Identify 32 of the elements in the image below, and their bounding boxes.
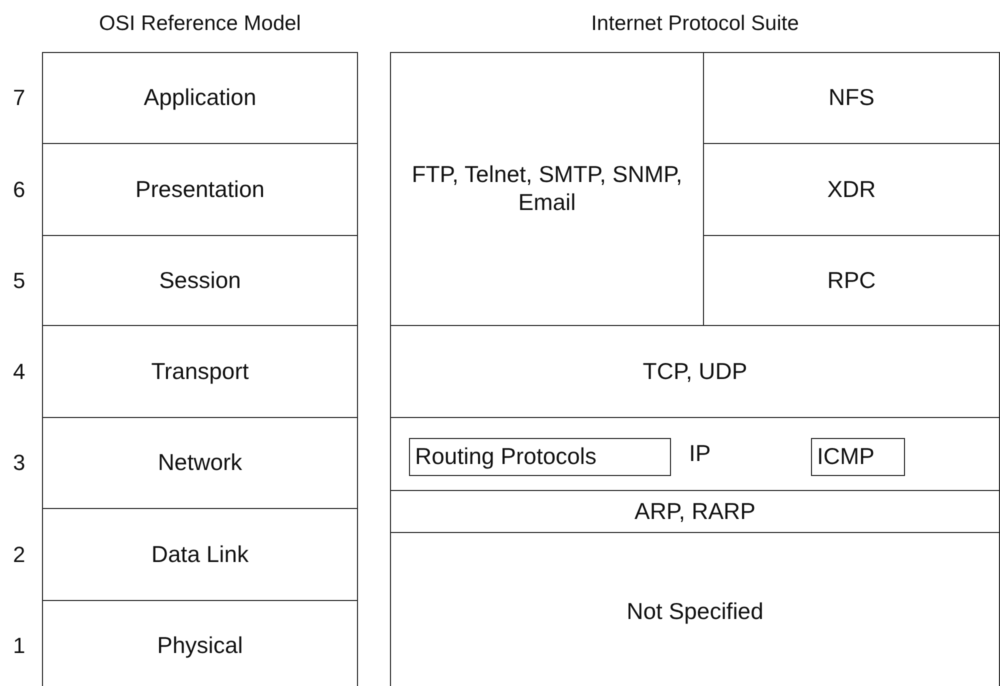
layer-cell	[703, 52, 1000, 144]
layer-label: Presentation	[135, 176, 265, 204]
layer-cell	[390, 325, 1000, 418]
layer-label: Data Link	[151, 540, 249, 568]
layer-number: 2	[13, 542, 26, 568]
layer-label: RPC	[827, 266, 876, 294]
column-heading: Internet Protocol Suite	[590, 12, 800, 36]
layer-cell	[390, 490, 1000, 533]
layer-label: Physical	[157, 632, 243, 660]
layer-number: 4	[13, 358, 26, 384]
layer-label: IP	[689, 440, 711, 468]
layer-cell	[390, 52, 704, 326]
layer-label: Application	[144, 84, 256, 112]
layer-label: Network	[158, 449, 242, 477]
layer-label: Session	[159, 266, 241, 294]
layer-label: NFS	[828, 84, 874, 112]
layer-cell	[390, 532, 1000, 686]
layer-label: ARP, RARP	[634, 498, 756, 526]
layer-label: TCP, UDP	[642, 358, 748, 386]
layer-number: 7	[13, 85, 26, 111]
layer-number: 1	[13, 632, 26, 658]
column-heading: OSI Reference Model	[98, 12, 302, 36]
protocol-box: ICMP	[811, 438, 905, 476]
layer-label: Transport	[151, 358, 249, 386]
layer-cell	[390, 417, 1000, 491]
layer-number: 5	[13, 268, 26, 294]
layer-number: 3	[13, 450, 26, 476]
layer-label: XDR	[827, 176, 876, 204]
protocol-box: Routing Protocols	[409, 438, 671, 476]
layer-label: Not Specified	[626, 598, 764, 626]
layer-number: 6	[13, 176, 26, 202]
layer-label: FTP, Telnet, SMTP, SNMP, Email	[410, 161, 684, 217]
